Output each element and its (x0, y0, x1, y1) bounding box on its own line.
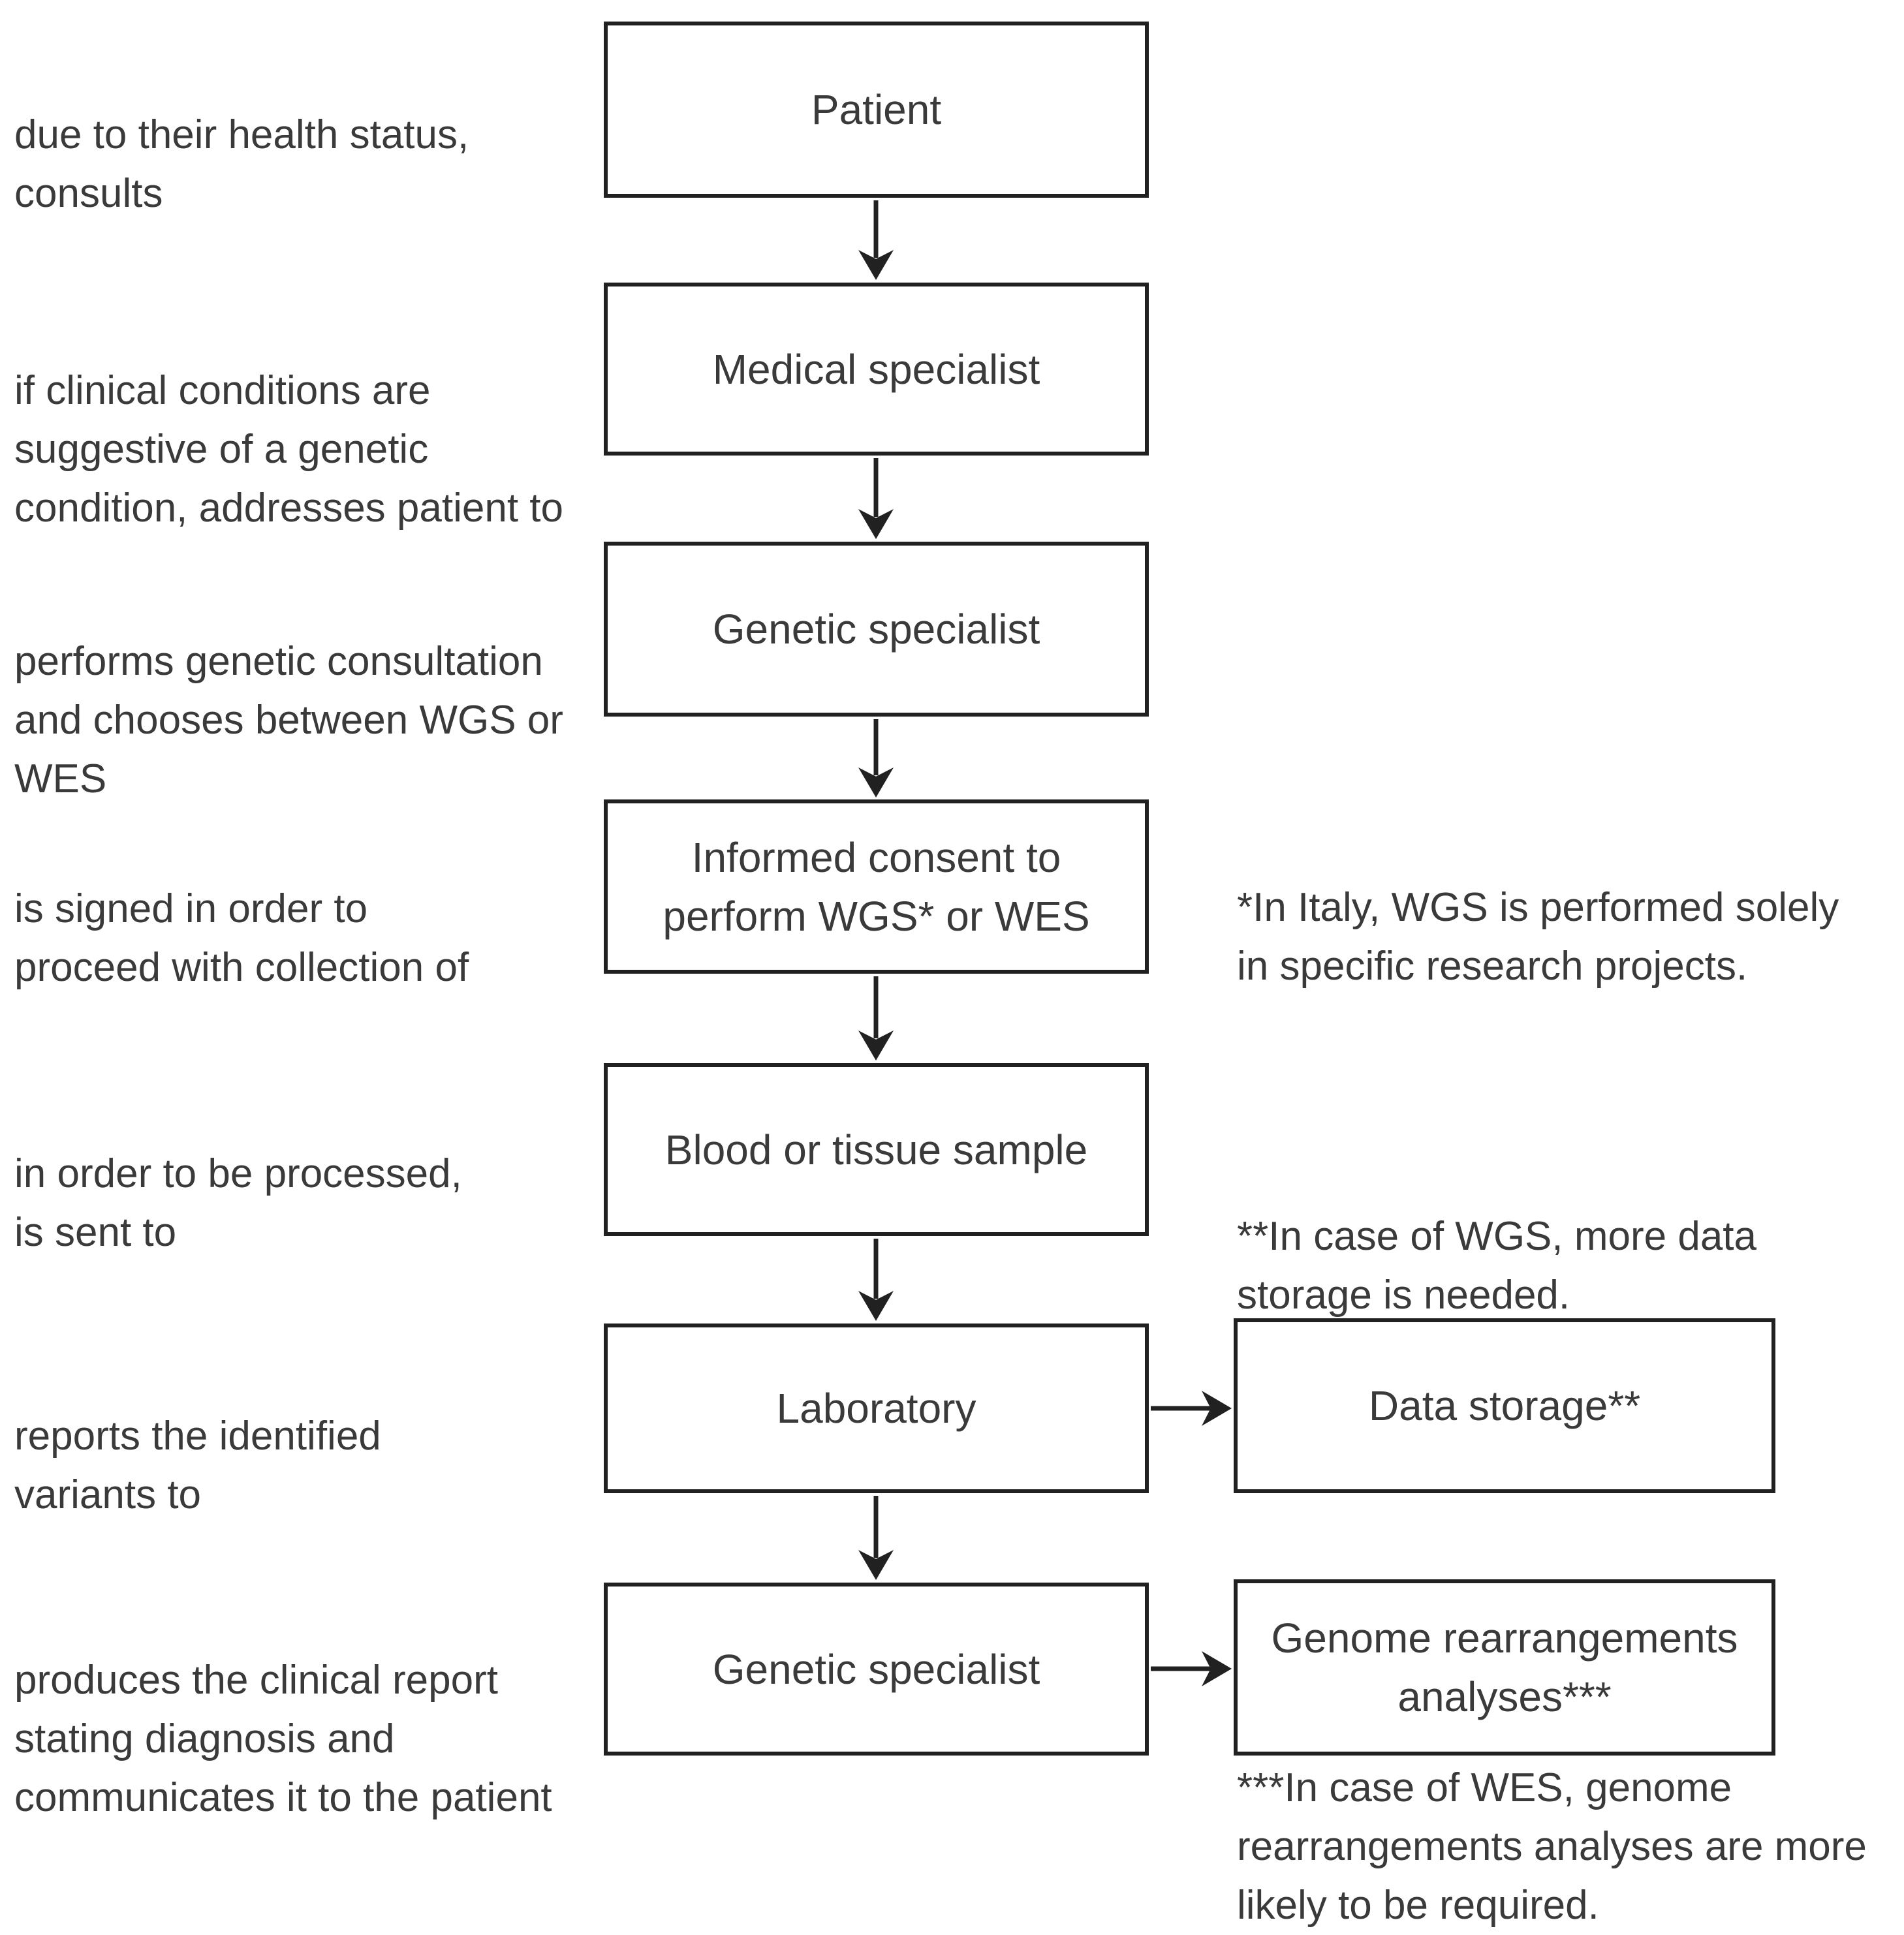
edge-annotation-reports: reports the identified variants to (14, 1414, 381, 1517)
edge-annotation-addresses: if clinical conditions are suggestive of… (14, 368, 563, 531)
footnote-data-storage: **In case of WGS, more data storage is n… (1237, 1214, 1757, 1318)
edge-annotation-signed: is signed in order to proceed with colle… (14, 886, 469, 990)
footnote-wgs-italy: *In Italy, WGS is performed solely in sp… (1237, 885, 1839, 989)
arrow-down-laboratory-to-genetic (858, 1496, 894, 1580)
edge-annotation-processed: in order to be processed, is sent to (14, 1151, 462, 1255)
node-data-storage: Data storage** (1234, 1318, 1775, 1493)
arrow-right-genetic-to-genome (1151, 1651, 1232, 1686)
footnote-rearrangements: ***In case of WES, genome rearrangements… (1237, 1765, 1867, 1928)
arrow-down-patient-to-medical (858, 200, 894, 280)
node-genetic-specialist: Genetic specialist (604, 542, 1149, 717)
node-blood-tissue-sample: Blood or tissue sample (604, 1063, 1149, 1236)
node-informed-consent: Informed consent to perform WGS* or WES (604, 799, 1149, 974)
node-medical-specialist: Medical specialist (604, 283, 1149, 456)
node-genetic-specialist-report: Genetic specialist (604, 1583, 1149, 1756)
arrow-down-medical-to-genetic (858, 458, 894, 539)
arrow-right-laboratory-to-storage (1151, 1391, 1232, 1426)
edge-annotation-consults: due to their health status, consults (14, 112, 469, 216)
arrow-down-sample-to-laboratory (858, 1239, 894, 1321)
node-patient: Patient (604, 22, 1149, 198)
node-laboratory: Laboratory (604, 1324, 1149, 1493)
arrow-down-consent-to-sample (858, 976, 894, 1060)
arrow-down-genetic-to-consent (858, 719, 894, 797)
edge-annotation-consultation: performs genetic consultation and choose… (14, 639, 563, 801)
node-genome-rearrangements: Genome rearrangements analyses*** (1234, 1579, 1775, 1756)
edge-annotation-clinical-report: produces the clinical report stating dia… (14, 1658, 552, 1820)
